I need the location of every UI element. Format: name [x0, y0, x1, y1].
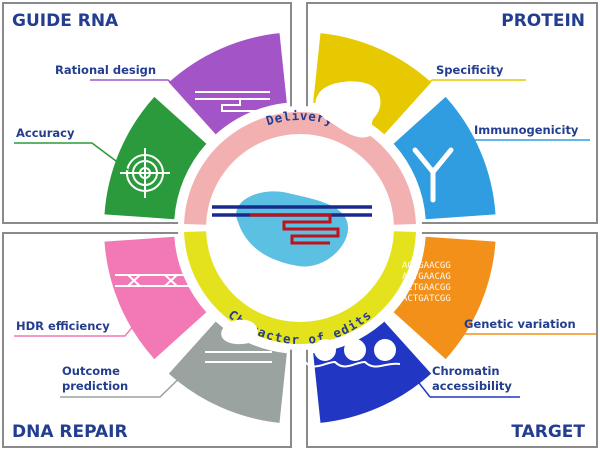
- dna-repair-title: DNA REPAIR: [12, 422, 128, 442]
- outcome-label: Outcome: [62, 364, 120, 378]
- delivery-label: Delivery: [264, 108, 335, 128]
- guide-rna-title: GUIDE RNA: [12, 11, 119, 31]
- rational-design-segment: [168, 33, 287, 135]
- genetic-variation-segment: [393, 236, 496, 360]
- accuracy-label: Accuracy: [16, 126, 75, 140]
- character-of-edits-ring: [184, 231, 416, 344]
- accuracy-leader: [14, 142, 129, 171]
- specificity-label: Specificity: [436, 63, 504, 77]
- rational-design-label: Rational design: [55, 63, 156, 77]
- chromatin-label: Chromatin: [432, 364, 500, 378]
- target-title: TARGET: [511, 422, 585, 442]
- genetic-variation-label: Genetic variation: [464, 317, 576, 331]
- chromatin-accessibility-segment: [313, 321, 432, 423]
- sequence-line: ACTGAACGG: [402, 261, 451, 271]
- cas-complex-icon: [212, 191, 372, 267]
- protein-title: PROTEIN: [501, 11, 585, 31]
- sequence-line: ACTGAACAG: [402, 272, 451, 282]
- genetic-variation-leader: [439, 315, 596, 335]
- outcome-prediction-leader: [60, 361, 197, 398]
- prediction-label: prediction: [62, 379, 128, 393]
- delivery-ring: [184, 112, 416, 225]
- hdr-efficiency-label: HDR efficiency: [16, 319, 110, 333]
- sequence-line: ACTGAACGG: [402, 283, 451, 293]
- nucleosome-icon: [304, 339, 401, 368]
- dna-ladder-icon: [115, 274, 190, 287]
- rna-strand-icon: [195, 91, 270, 112]
- sequence-line: ACTGATCGG: [402, 294, 451, 304]
- dna-sequence-icon: ACTGAACGG ACTGAACAG ACTGAACGG ACTGATCGG: [402, 261, 451, 304]
- hdr-efficiency-leader: [14, 317, 141, 337]
- hdr-efficiency-segment: [104, 236, 207, 360]
- delivery-text: Delivery: [264, 108, 334, 128]
- accessibility-label: accessibility: [432, 379, 512, 393]
- immunogenicity-label: Immunogenicity: [474, 123, 579, 137]
- chromatin-accessibility-leader: [411, 373, 520, 398]
- protein-blob-icon: [315, 81, 381, 138]
- outcome-prediction-segment: [168, 321, 287, 423]
- rational-design-leader: [90, 79, 185, 95]
- specificity-leader: [409, 79, 526, 97]
- repair-outcome-icon: [205, 319, 272, 363]
- immunogenicity-leader: [449, 139, 590, 159]
- target-crosshair-icon: [120, 148, 170, 198]
- antibody-icon: [412, 147, 454, 203]
